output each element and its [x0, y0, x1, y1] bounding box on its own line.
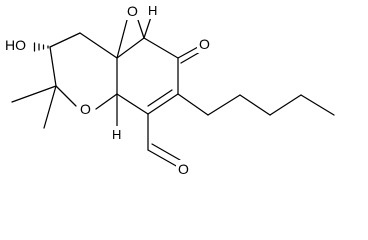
molecule-drawing: HO O H O O H O: [3, 3, 335, 177]
bond-c4a-c5: [116, 37, 145, 59]
label-aldehyde-oxygen: O: [176, 160, 192, 177]
bond-c7-c8: [147, 93, 179, 115]
bond-c7-c8-double: [147, 89, 173, 107]
label-stereo-h-top: H: [147, 3, 159, 19]
bond-c2-methyl-b: [43, 85, 57, 129]
bond-pentyl-5: [300, 94, 335, 116]
bond-c5-h: [143, 16, 152, 39]
bond-c2-o1: [55, 85, 77, 107]
svg-text:H: H: [112, 127, 121, 142]
bond-c8-c8a: [116, 93, 149, 115]
bond-c4a-epox-o: [116, 19, 128, 59]
bond-cho-o: [147, 149, 179, 168]
label-pyran-oxygen: O: [78, 100, 94, 117]
bond-pentyl-2: [207, 94, 241, 116]
svg-text:O: O: [80, 101, 91, 117]
label-epoxide-oxygen: O: [125, 3, 139, 20]
svg-text:O: O: [127, 3, 138, 19]
svg-text:HO: HO: [5, 37, 26, 53]
svg-text:O: O: [199, 36, 210, 52]
bond-cho-o-double: [151, 143, 181, 161]
bond-c3-c2: [49, 46, 57, 87]
bond-o1-c8a: [95, 93, 118, 110]
bond-c6-ketone: [177, 46, 199, 59]
hashed-bond-c3-oh: [33, 42, 49, 52]
bond-pentyl-1: [177, 93, 209, 116]
structure-diagram: HO O H O O H O: [3, 3, 335, 177]
svg-text:O: O: [178, 161, 189, 177]
svg-text:H: H: [148, 3, 157, 18]
bond-c6-ketone-double: [180, 51, 201, 64]
bond-c3-c4: [49, 32, 81, 48]
bond-c4-c4a: [79, 32, 118, 59]
bond-c5-epox-o: [137, 19, 145, 39]
bond-pentyl-3: [239, 94, 271, 116]
label-hydroxyl: HO: [3, 36, 33, 54]
label-stereo-h-bottom: H: [111, 126, 123, 142]
label-ketone-oxygen: O: [197, 36, 212, 53]
bond-c5-c6: [143, 37, 179, 59]
bond-pentyl-4: [269, 94, 302, 116]
bond-c2-methyl-a: [11, 85, 57, 103]
